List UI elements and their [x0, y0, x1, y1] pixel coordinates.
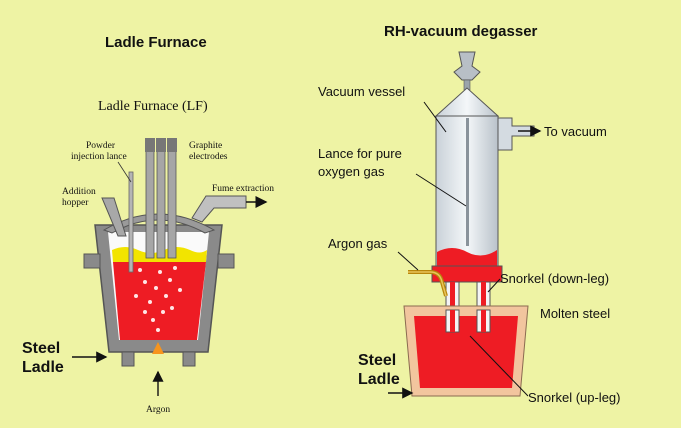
argon-bubbles	[134, 266, 182, 332]
label-snorkel-up: Snorkel (up-leg)	[528, 390, 621, 405]
argon-plug	[152, 342, 164, 354]
label-graphite-line1: Graphite	[189, 141, 222, 151]
snorkel-up-immersed-core	[481, 310, 486, 332]
leader-lance	[415, 173, 467, 207]
label-powder-line2: injection lance	[71, 152, 127, 162]
leader-vacuum-vessel	[423, 101, 447, 133]
label-left-ladle: Ladle	[22, 359, 64, 376]
argon-gas-pipe	[408, 270, 448, 297]
fume-extraction-duct	[191, 195, 247, 223]
vessel-dome	[434, 87, 500, 117]
top-valve	[453, 51, 481, 81]
ladle-leg-left	[121, 351, 135, 367]
label-snorkel-down: Snorkel (down-leg)	[500, 271, 609, 286]
leader-argon-gas	[397, 251, 419, 271]
leader-powder	[117, 161, 132, 183]
ladle-molten-steel	[113, 262, 206, 340]
label-argon: Argon	[146, 405, 170, 415]
ladle-furnace-subtitle: Ladle Furnace (LF)	[98, 99, 208, 114]
label-addition-line2: hopper	[62, 198, 89, 208]
oxygen-lance	[466, 118, 469, 246]
ladle-furnace-diagram: Ladle Furnace Ladle Furnace (LF)	[22, 34, 274, 415]
graphite-electrodes	[145, 138, 177, 259]
leader-snorkel-up	[469, 335, 529, 397]
label-molten-steel: Molten steel	[540, 306, 610, 321]
rh-degasser-diagram: RH-vacuum degasser	[318, 23, 621, 405]
ladle-furnace-heading: Ladle Furnace	[105, 34, 207, 51]
label-powder-line1: Powder	[86, 141, 116, 151]
label-argon-gas: Argon gas	[328, 236, 388, 251]
label-lance-line2: oxygen gas	[318, 164, 385, 179]
leader-snorkel-down	[487, 278, 501, 293]
ladle-leg-right	[182, 351, 196, 367]
ladle-trunnion-left	[83, 253, 101, 269]
label-to-vacuum: To vacuum	[544, 124, 607, 139]
label-addition-line1: Addition	[62, 187, 96, 197]
rh-ladle-molten-steel	[414, 316, 518, 388]
argon-gas-pipe-highlight	[408, 271, 447, 297]
label-right-ladle: Ladle	[358, 371, 400, 388]
ladle-trunnion-right	[217, 253, 235, 269]
vacuum-pipe	[497, 117, 535, 151]
label-right-steel: Steel	[358, 352, 396, 369]
label-left-steel: Steel	[22, 340, 60, 357]
snorkel-down-immersed-core	[450, 310, 455, 332]
label-fume: Fume extraction	[212, 184, 274, 194]
addition-hopper	[101, 197, 127, 237]
label-graphite-line2: electrodes	[189, 152, 228, 162]
label-lance-line1: Lance for pure	[318, 146, 402, 161]
rh-degasser-heading: RH-vacuum degasser	[384, 23, 538, 40]
powder-injection-lance	[128, 171, 134, 273]
vessel-molten-steel	[437, 248, 497, 266]
label-vacuum-vessel: Vacuum vessel	[318, 84, 405, 99]
